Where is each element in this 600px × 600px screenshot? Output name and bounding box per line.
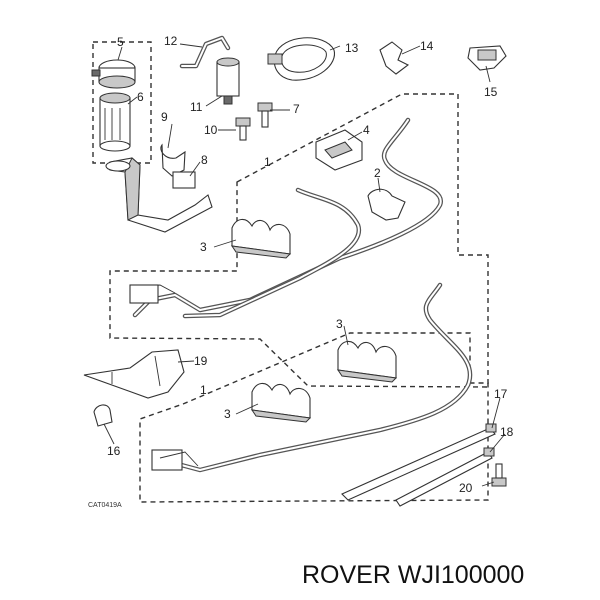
part-3-clip-block-middle <box>336 340 398 383</box>
upper-fuel-pipes <box>129 117 443 319</box>
callout-11: 11 <box>190 100 203 114</box>
part-5-pump-head <box>91 59 136 89</box>
part-19-heat-shield <box>83 349 185 399</box>
callout-13: 13 <box>345 41 359 55</box>
part-3-clip-block-lower <box>250 382 312 423</box>
part-3-clip-block-upper <box>230 218 292 259</box>
callout-8: 8 <box>201 153 208 167</box>
callout-19: 19 <box>194 354 208 368</box>
lower-fuel-pipes <box>151 282 473 473</box>
callout-leaders <box>103 43 506 487</box>
callout-18: 18 <box>500 425 514 439</box>
part-caption: ROVER WJI100000 <box>302 561 524 589</box>
callout-1a: 1 <box>264 155 271 169</box>
upper-pipe-group-frame <box>109 93 489 388</box>
part-8-mounting-bracket <box>105 157 213 233</box>
callout-6: 6 <box>137 90 144 104</box>
part-17-cable-tie <box>341 423 497 501</box>
callout-17: 17 <box>494 387 508 401</box>
callout-3a: 3 <box>200 240 207 254</box>
callout-3b: 3 <box>336 317 343 331</box>
callout-10: 10 <box>204 123 218 137</box>
catalog-code: CAT0419A <box>88 502 122 509</box>
part-14-clip <box>379 41 410 75</box>
callout-labels: 5 6 12 11 10 7 13 14 15 9 8 4 1 2 3 3 19… <box>88 34 514 509</box>
callout-20: 20 <box>459 481 473 495</box>
callout-9: 9 <box>161 110 168 124</box>
callout-12: 12 <box>164 34 178 48</box>
callout-3c: 3 <box>224 407 231 421</box>
part-10-bolt <box>235 117 251 141</box>
callout-4: 4 <box>363 123 370 137</box>
callout-15: 15 <box>484 85 498 99</box>
callout-2: 2 <box>374 166 381 180</box>
part-16-clip <box>93 404 113 427</box>
part-11-fuel-pump <box>216 57 240 105</box>
lower-pipe-group-frame <box>139 332 489 503</box>
part-7-bolt <box>257 102 273 128</box>
dashed-group-frames <box>92 41 489 503</box>
part-12-fuel-hose <box>179 35 231 69</box>
part-9-clamp <box>160 143 196 189</box>
callout-7: 7 <box>293 102 300 116</box>
part-2-pipe-clip <box>367 188 406 221</box>
callout-5: 5 <box>117 35 124 49</box>
callout-14: 14 <box>420 39 434 53</box>
part-13-mounting-strap <box>267 37 336 81</box>
part-20-bolt <box>491 463 507 487</box>
callout-16: 16 <box>107 444 121 458</box>
part-15-clip <box>467 45 507 71</box>
part-6-fuel-filter <box>99 92 131 152</box>
part-18-cable-tie <box>395 447 495 507</box>
part-4-pipe-clip <box>315 129 363 171</box>
callout-1b: 1 <box>200 383 207 397</box>
